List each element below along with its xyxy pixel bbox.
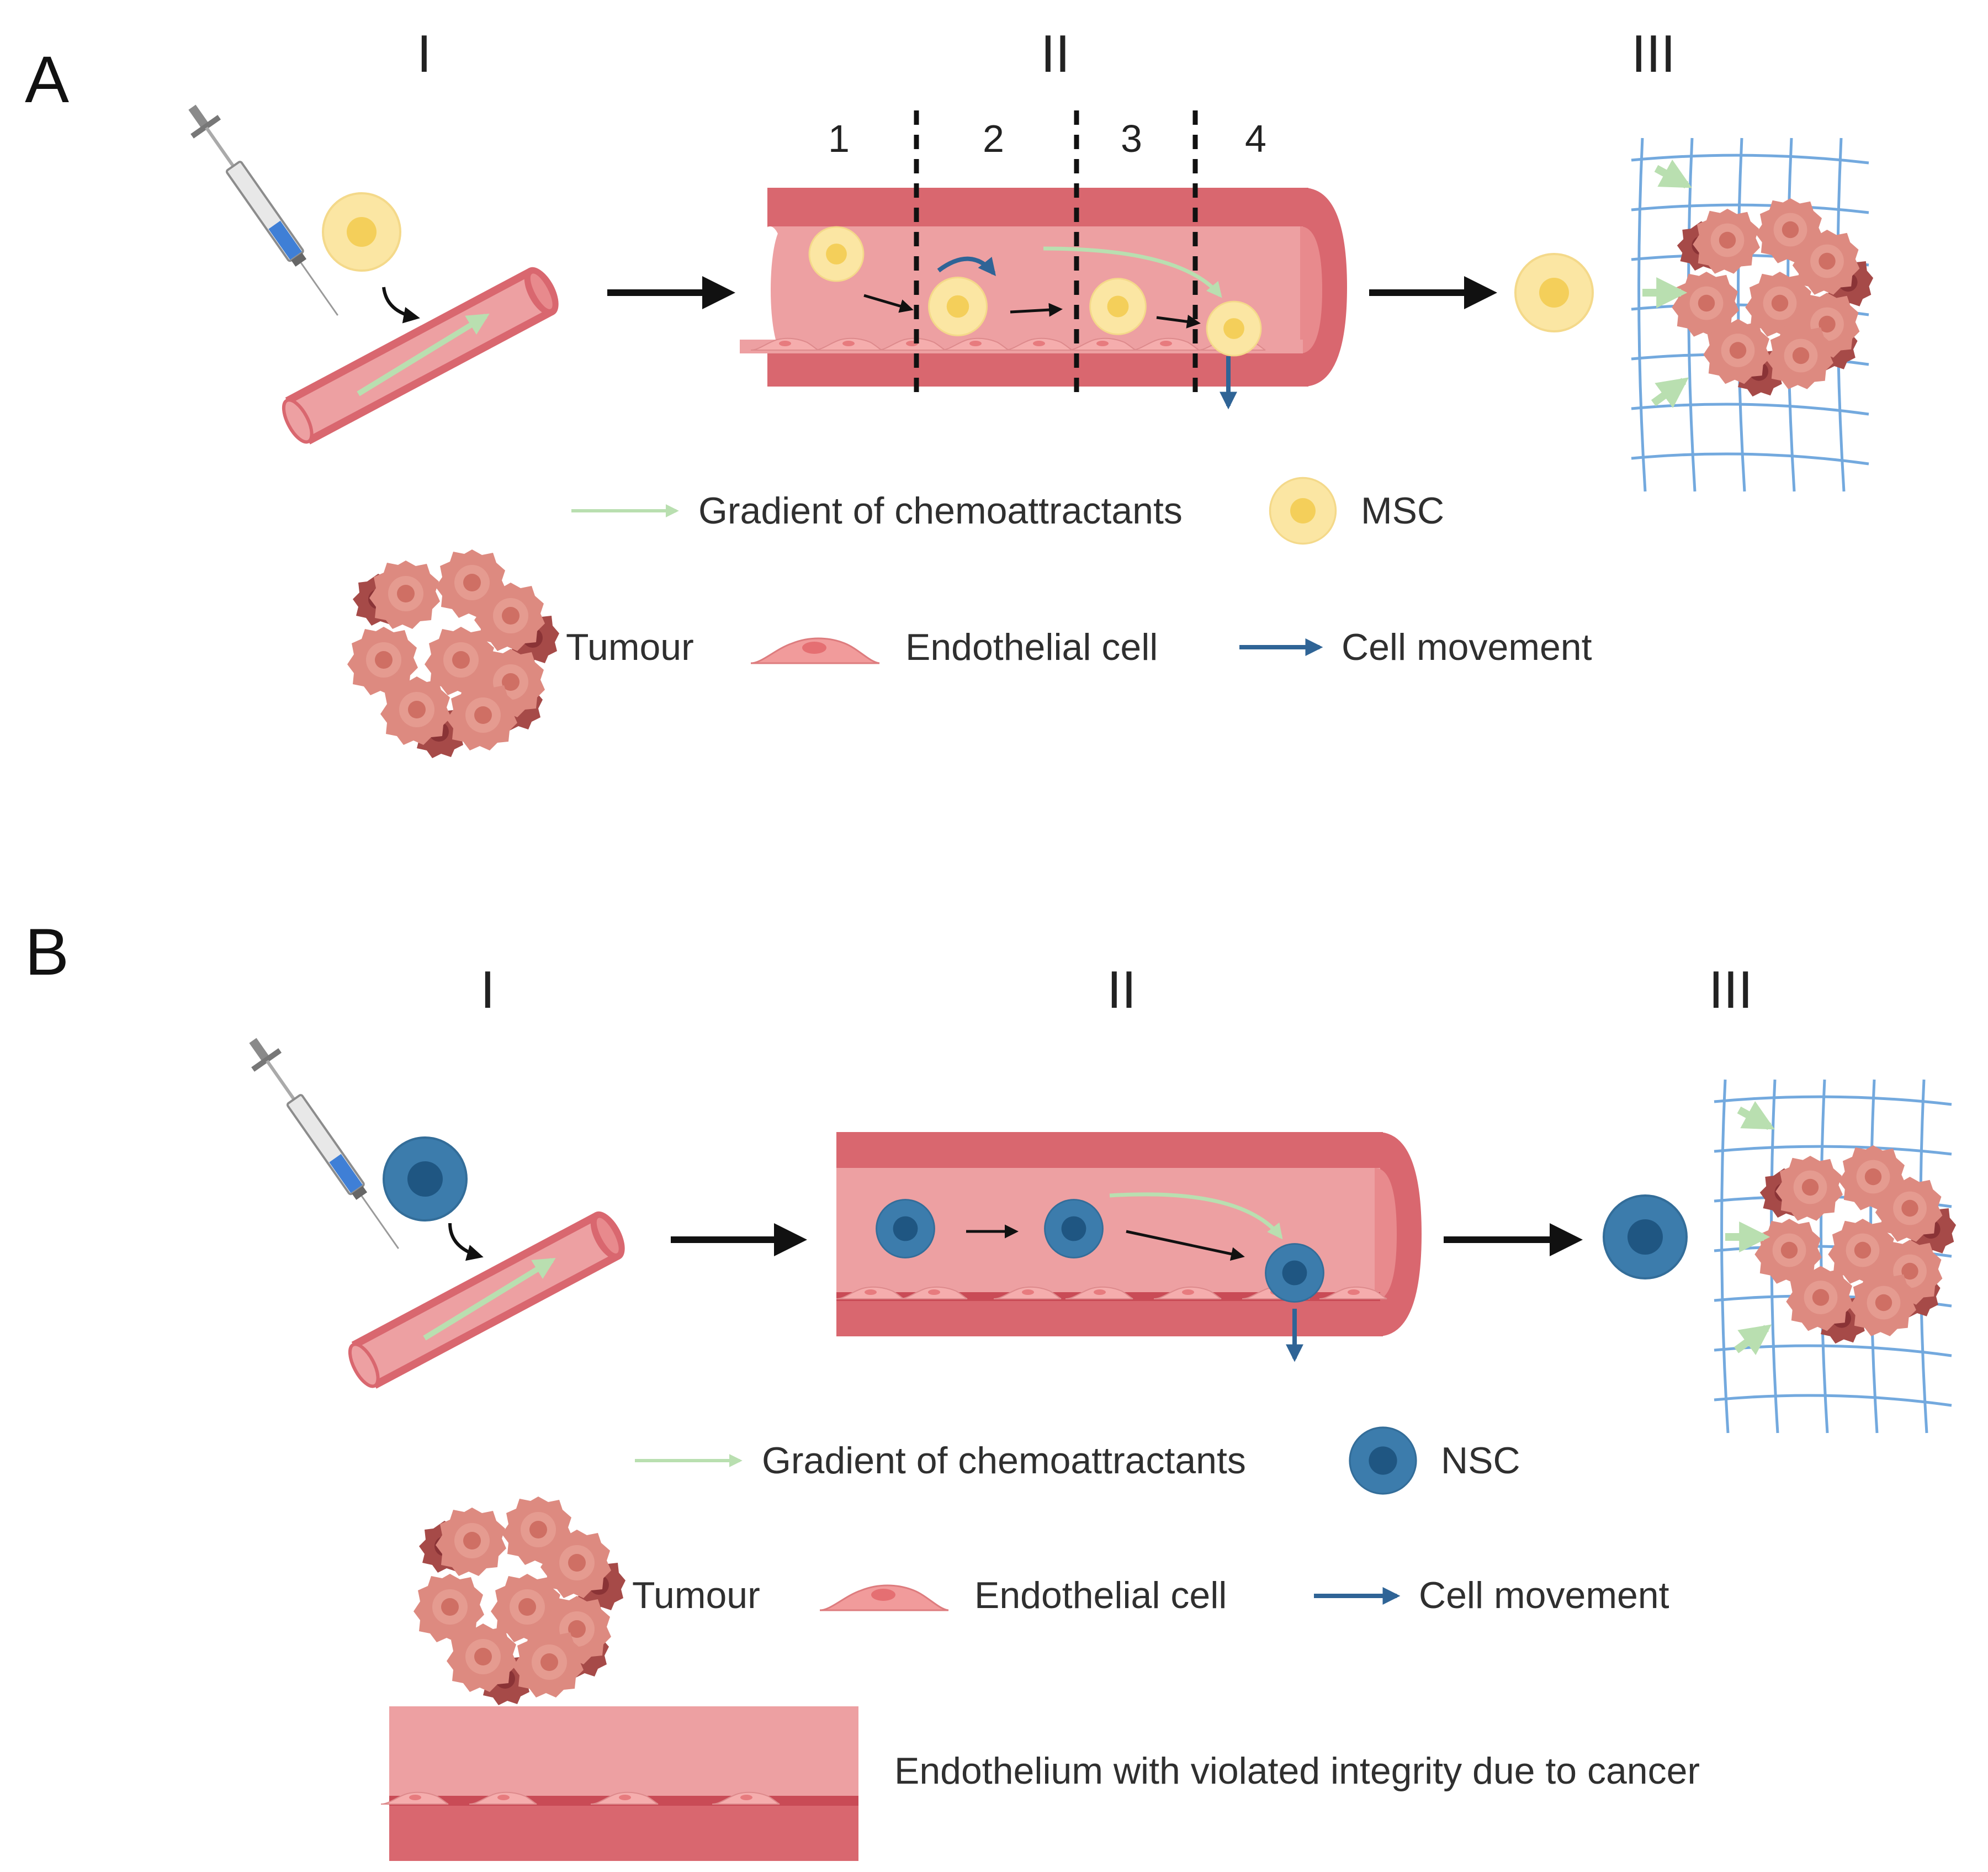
panel-a-legend-tumour-label: Tumour bbox=[566, 626, 694, 668]
panel-b-letter: B bbox=[25, 915, 69, 989]
panel-b-legend-gradient-label: Gradient of chemoattractants bbox=[762, 1440, 1246, 1482]
panel-b-legend-endothelial-label: Endothelial cell bbox=[974, 1574, 1227, 1616]
panel-a-stage-1: I bbox=[417, 24, 432, 83]
panel-b-legend-endothelium-icon bbox=[380, 1706, 858, 1861]
panel-a: A I II III bbox=[25, 24, 1873, 758]
panel-a-small-vessel bbox=[277, 262, 566, 449]
panel-a-big-vessel bbox=[740, 188, 1347, 387]
panel-a-move-arrow-1 bbox=[863, 294, 914, 313]
panel-a-legend-gradient-label: Gradient of chemoattractants bbox=[698, 490, 1183, 532]
panel-a-move-arrow-2 bbox=[1010, 303, 1063, 317]
panel-a-tumour-matrix bbox=[1631, 138, 1873, 491]
panel-b-stage-2: II bbox=[1107, 960, 1136, 1019]
panel-b-legend-tumour-label: Tumour bbox=[632, 1574, 760, 1616]
panel-b-injection-arrow bbox=[448, 1223, 484, 1261]
panel-b-tumour-matrix bbox=[1714, 1080, 1956, 1433]
panel-b-legend-endothelium-label: Endothelium with violated integrity due … bbox=[894, 1750, 1700, 1792]
panel-a-syringe bbox=[177, 97, 353, 326]
panel-a-legend-endothelial-icon bbox=[750, 637, 881, 664]
panel-a-msc-1 bbox=[808, 226, 865, 282]
panel-b-migrating-nsc bbox=[1603, 1194, 1688, 1279]
panel-a-rolling-arrow bbox=[937, 256, 996, 276]
panel-a-segment-3: 3 bbox=[1121, 117, 1142, 160]
panel-a-injection-arrow bbox=[382, 287, 420, 324]
panel-b-injected-nsc bbox=[383, 1136, 468, 1221]
panel-b-gradient-curve bbox=[1109, 1192, 1283, 1240]
panel-a-segment-4: 4 bbox=[1245, 117, 1266, 160]
panel-b-nsc-2 bbox=[1044, 1199, 1104, 1258]
panel-b: B I II III bbox=[25, 915, 1956, 1861]
panel-b-legend-endothelial-icon bbox=[819, 1584, 950, 1611]
panel-a-msc-4 bbox=[1206, 300, 1262, 357]
panel-a-injected-msc bbox=[322, 192, 401, 272]
panel-b-syringe bbox=[238, 1030, 413, 1260]
panel-b-stage-3: III bbox=[1709, 960, 1753, 1019]
panel-b-legend-nsc-label: NSC bbox=[1441, 1440, 1520, 1482]
panel-b-legend-nsc-icon bbox=[1349, 1426, 1417, 1495]
panel-b-move-arrow-2 bbox=[1126, 1230, 1245, 1261]
panel-a-legend-endothelial-label: Endothelial cell bbox=[905, 626, 1158, 668]
panel-a-msc-2 bbox=[928, 277, 988, 336]
panel-b-nsc-1 bbox=[876, 1199, 935, 1258]
panel-a-segment-1: 1 bbox=[828, 117, 850, 160]
panel-b-legend-tumour-icon bbox=[413, 1496, 625, 1705]
panel-a-letter: A bbox=[25, 43, 69, 117]
panel-a-legend-tumour-icon bbox=[347, 549, 559, 758]
panel-a-stage-2: II bbox=[1041, 24, 1070, 83]
panel-b-stage-1: I bbox=[480, 960, 495, 1019]
panel-a-gradient-curve bbox=[1043, 246, 1222, 298]
panel-a-stage-3: III bbox=[1631, 24, 1676, 83]
panel-a-legend-msc-icon bbox=[1269, 477, 1337, 545]
panel-a-legend-msc-label: MSC bbox=[1361, 490, 1444, 532]
panel-a-msc-3 bbox=[1089, 278, 1147, 335]
panel-a-move-arrow-3 bbox=[1156, 314, 1201, 329]
panel-b-legend-movement-label: Cell movement bbox=[1419, 1574, 1669, 1616]
panel-b-nsc-3 bbox=[1265, 1243, 1324, 1303]
panel-a-segment-2: 2 bbox=[983, 117, 1004, 160]
panel-a-legend-movement-label: Cell movement bbox=[1342, 626, 1592, 668]
panel-a-migrating-msc bbox=[1514, 253, 1594, 332]
panel-b-small-vessel bbox=[343, 1206, 632, 1393]
